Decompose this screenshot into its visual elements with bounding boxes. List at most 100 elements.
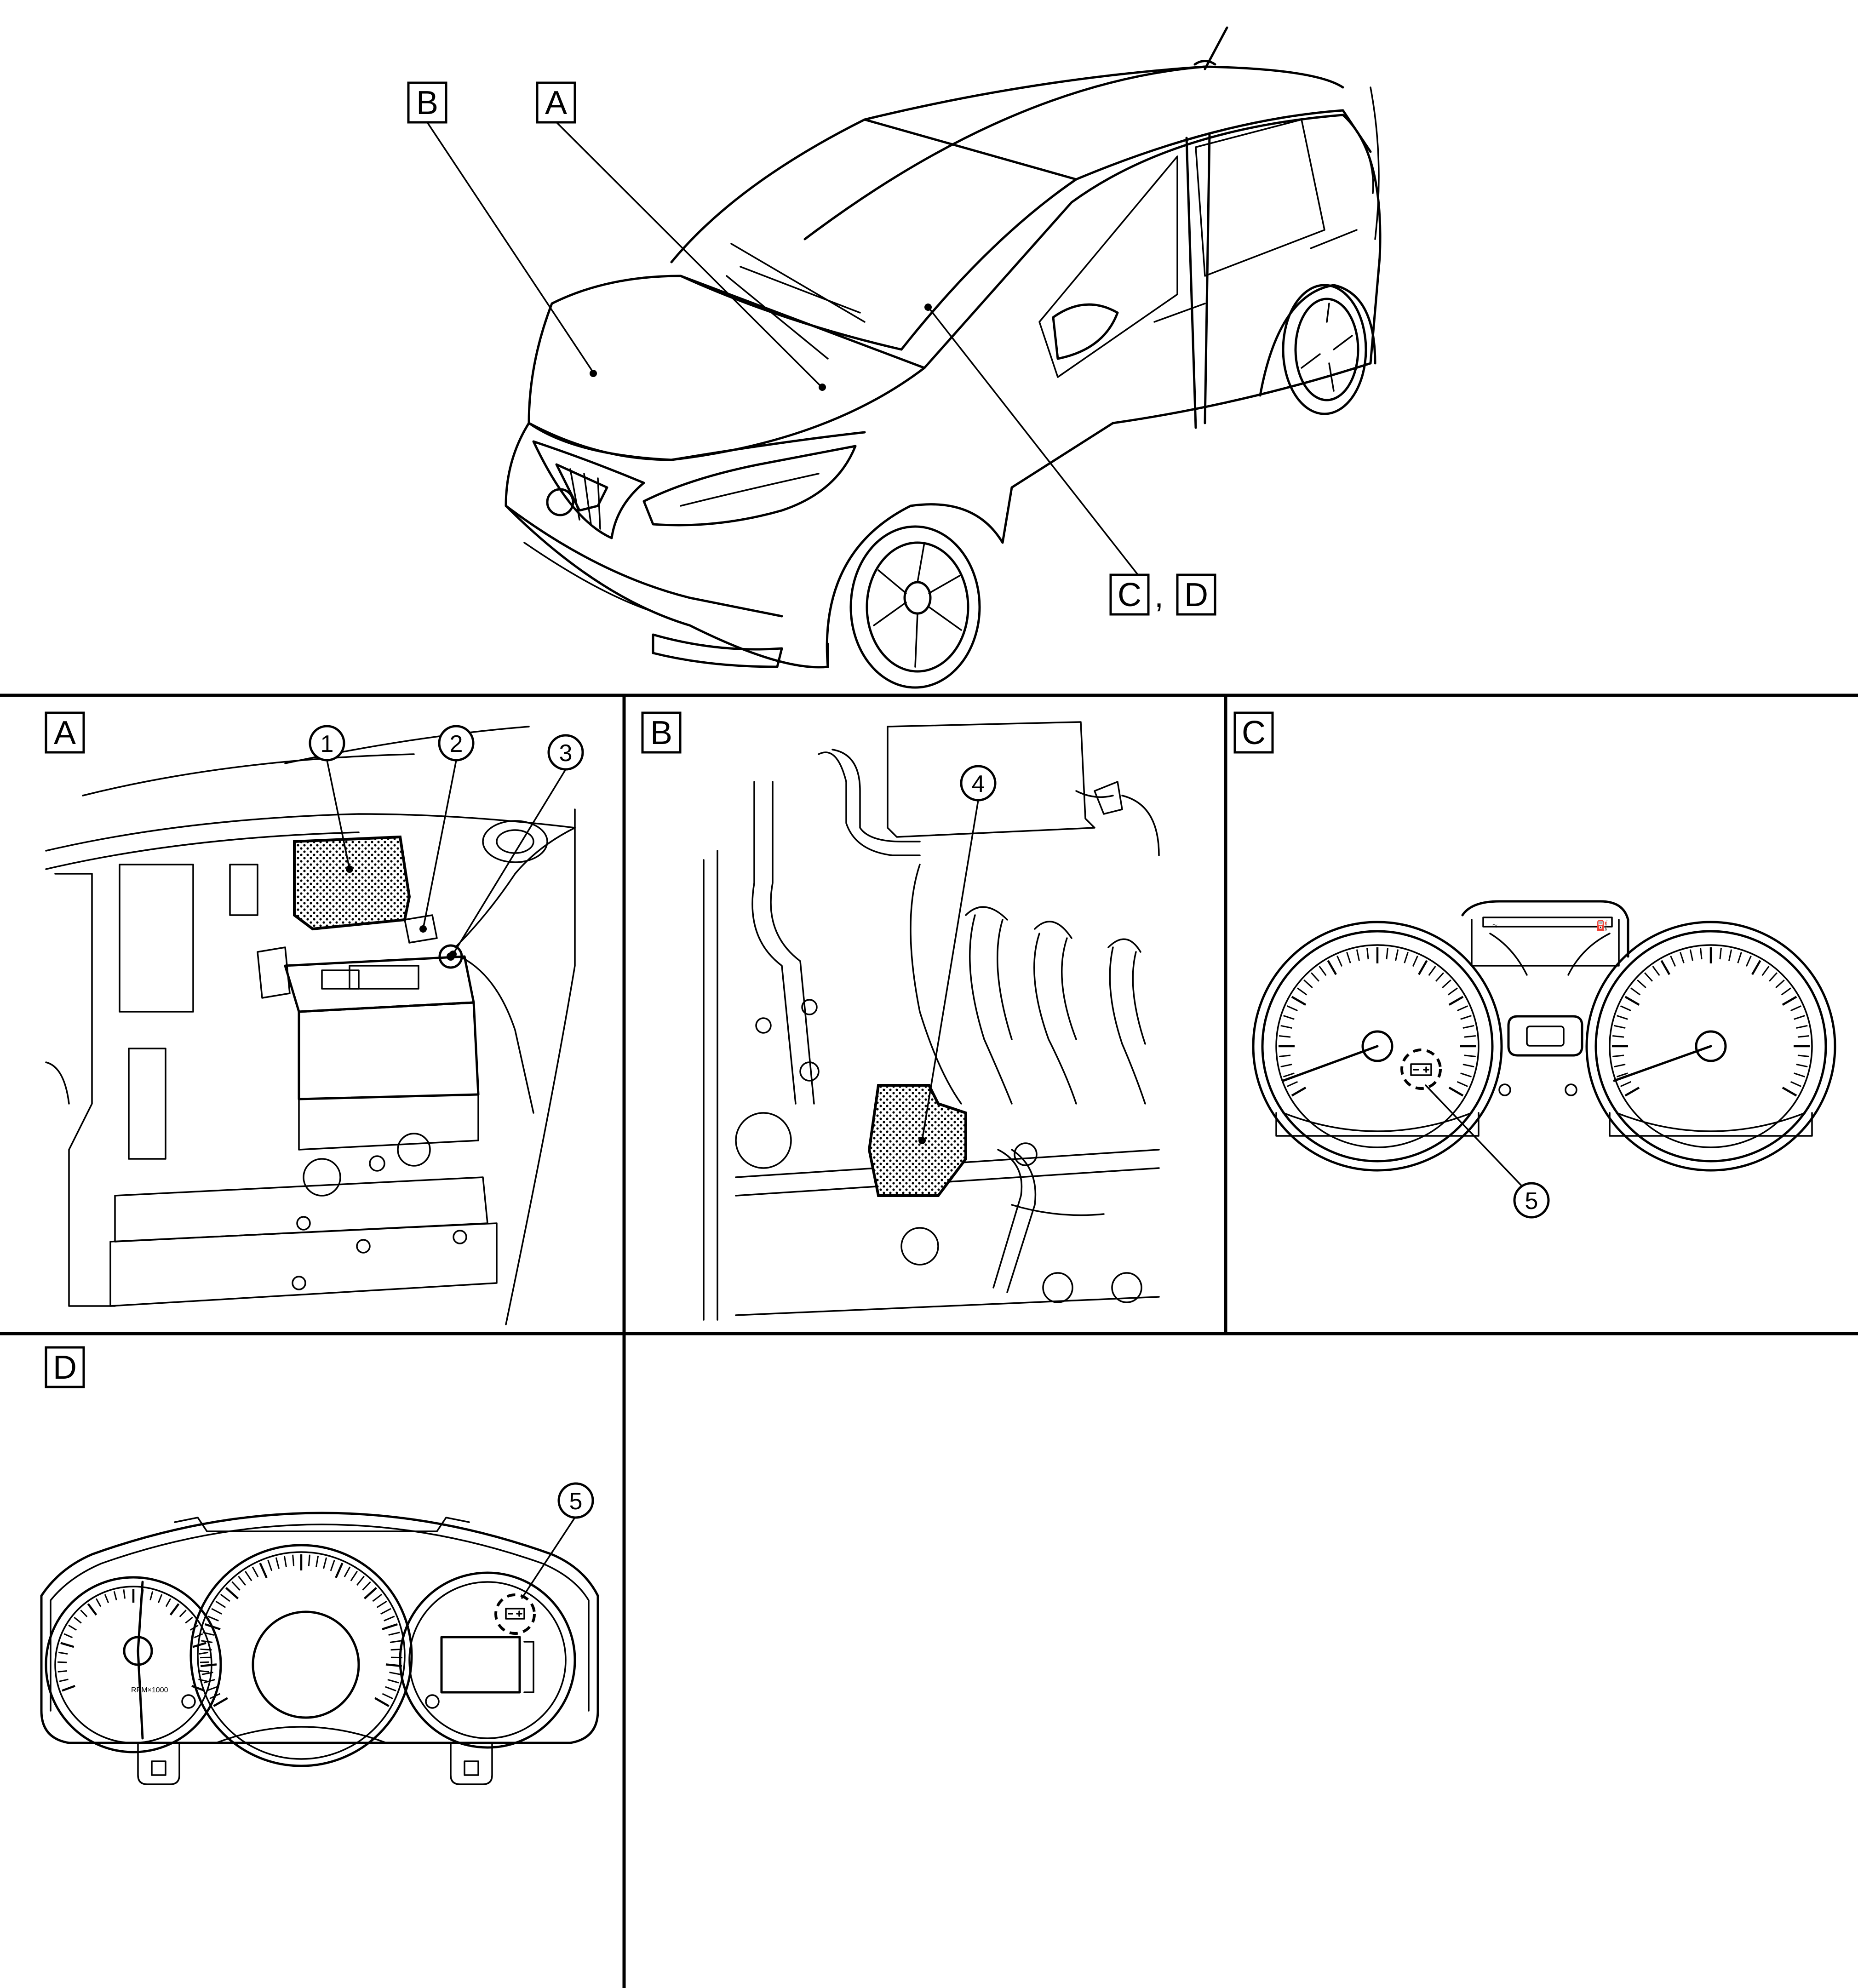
svg-text:1: 1 — [321, 731, 334, 757]
gauge-tick — [211, 1608, 222, 1615]
gauge-tick — [308, 1554, 310, 1566]
gauge-tick — [113, 1591, 117, 1601]
battery — [298, 1001, 480, 1100]
gauge-tick — [169, 1603, 180, 1616]
panel-b-label-box — [641, 711, 682, 754]
gauge-tick — [1719, 948, 1722, 960]
gauge-tick — [384, 1616, 395, 1621]
gauge-tick — [157, 1594, 163, 1604]
svg-text:5: 5 — [569, 1488, 583, 1515]
svg-text:5: 5 — [1525, 1188, 1538, 1215]
gauge-tick — [199, 1651, 209, 1655]
gauge-tick — [1617, 1015, 1628, 1020]
gauge-tick — [1620, 1005, 1632, 1012]
gauge-tick — [1435, 972, 1444, 982]
gauge-tick — [1700, 948, 1703, 960]
temperature-icon: ≈ — [1492, 921, 1497, 931]
overview-leaders — [426, 121, 1146, 585]
gauge-tick — [205, 1623, 221, 1630]
gauge-tick — [1280, 1025, 1292, 1029]
gauge-tick — [179, 1610, 187, 1617]
panel-a-label-box — [45, 711, 85, 754]
overview-label-separator: , — [1154, 578, 1164, 614]
callout-5-d: 5 — [557, 1482, 594, 1519]
gauge-tick — [220, 1593, 230, 1602]
gauge-tick — [1794, 1072, 1805, 1077]
gauge-tick — [1794, 1015, 1805, 1020]
battery-warning-icon — [1400, 1048, 1442, 1090]
gauge-tick — [58, 1651, 68, 1655]
gauge-tick — [1745, 955, 1752, 967]
engine-sensor — [867, 1084, 967, 1197]
gauge-tick — [1448, 996, 1464, 1006]
gauge-tick — [267, 1559, 273, 1571]
gauge-tick — [1751, 960, 1761, 975]
gauge-tick — [201, 1672, 213, 1675]
gauge-tick — [1644, 972, 1653, 982]
gauge-tick — [185, 1616, 193, 1624]
gauge-tick — [1761, 966, 1770, 976]
gauge-tick — [1412, 955, 1418, 967]
gauge-tick — [165, 1598, 172, 1607]
gauge-tick — [1283, 1072, 1295, 1077]
gauge-tick — [201, 1640, 213, 1643]
gauge-tick — [363, 1587, 377, 1599]
svg-text:2: 2 — [450, 731, 463, 757]
gauge-tick — [372, 1593, 383, 1602]
gauge-tick — [382, 1623, 398, 1630]
gauge-tick — [1612, 1054, 1624, 1057]
gauge-tick — [238, 1576, 247, 1586]
gauge-tick — [1782, 996, 1797, 1006]
gauge-tick — [388, 1632, 400, 1636]
overview-label-b: B — [407, 81, 447, 124]
gauge-tick — [1781, 987, 1791, 996]
gauge-tick — [1283, 1015, 1295, 1020]
speedometer-ticks — [200, 1554, 402, 1707]
gauge-tick — [1395, 949, 1399, 961]
gauge-tick — [1624, 996, 1640, 1006]
gauge-tick — [1280, 1064, 1292, 1068]
gauge-tick — [1790, 1005, 1802, 1012]
gauge-tick — [1728, 949, 1732, 961]
svg-text:4: 4 — [972, 771, 985, 797]
gauge-tick — [1796, 1064, 1808, 1068]
gauge-tick — [1319, 966, 1327, 976]
combination-meter-d: RPM×1000 — [40, 1512, 599, 1785]
callout-1: 1 — [309, 725, 345, 762]
gauge-tick — [200, 1663, 217, 1667]
callout-5: 5 — [1513, 1182, 1550, 1219]
gauge-tick — [1790, 1081, 1802, 1087]
gauge-tick — [387, 1679, 399, 1684]
gauge-tick — [362, 1581, 371, 1591]
gauge-tick — [1457, 1005, 1468, 1012]
panel-c-label: C — [1242, 715, 1266, 751]
gauge-tick — [385, 1686, 396, 1692]
gauge-tick — [194, 1633, 203, 1639]
gauge-tick — [198, 1679, 208, 1682]
gauge-tick — [63, 1633, 73, 1639]
gauge-tick — [1624, 1087, 1640, 1097]
overview-label-c: C — [1109, 573, 1150, 616]
gauge-tick — [330, 1559, 335, 1571]
tachometer-ticks — [57, 1589, 209, 1692]
gauge-tick — [323, 1557, 327, 1569]
gauge-tick — [1462, 1064, 1474, 1068]
gauge-tick — [225, 1587, 239, 1599]
gauge-tick — [209, 1693, 221, 1700]
panel-grid — [0, 693, 1858, 1988]
gauge-tick — [1620, 1081, 1632, 1087]
gauge-tick — [1286, 1005, 1298, 1012]
overview-label-a: A — [536, 81, 576, 124]
gauge-tick — [1612, 1035, 1624, 1038]
svg-text:B: B — [416, 85, 438, 121]
panel-a: A — [45, 711, 584, 1325]
gauge-tick — [1448, 1087, 1464, 1097]
gauge-tick — [149, 1591, 154, 1601]
fuel-icon: ⛽ — [1596, 920, 1608, 931]
svg-text:3: 3 — [559, 740, 573, 767]
gauge-tick — [283, 1555, 287, 1567]
gauge-tick — [60, 1642, 75, 1648]
gauge-tick — [203, 1679, 215, 1684]
gauge-tick — [252, 1566, 259, 1577]
gauge-tick — [1297, 987, 1307, 996]
